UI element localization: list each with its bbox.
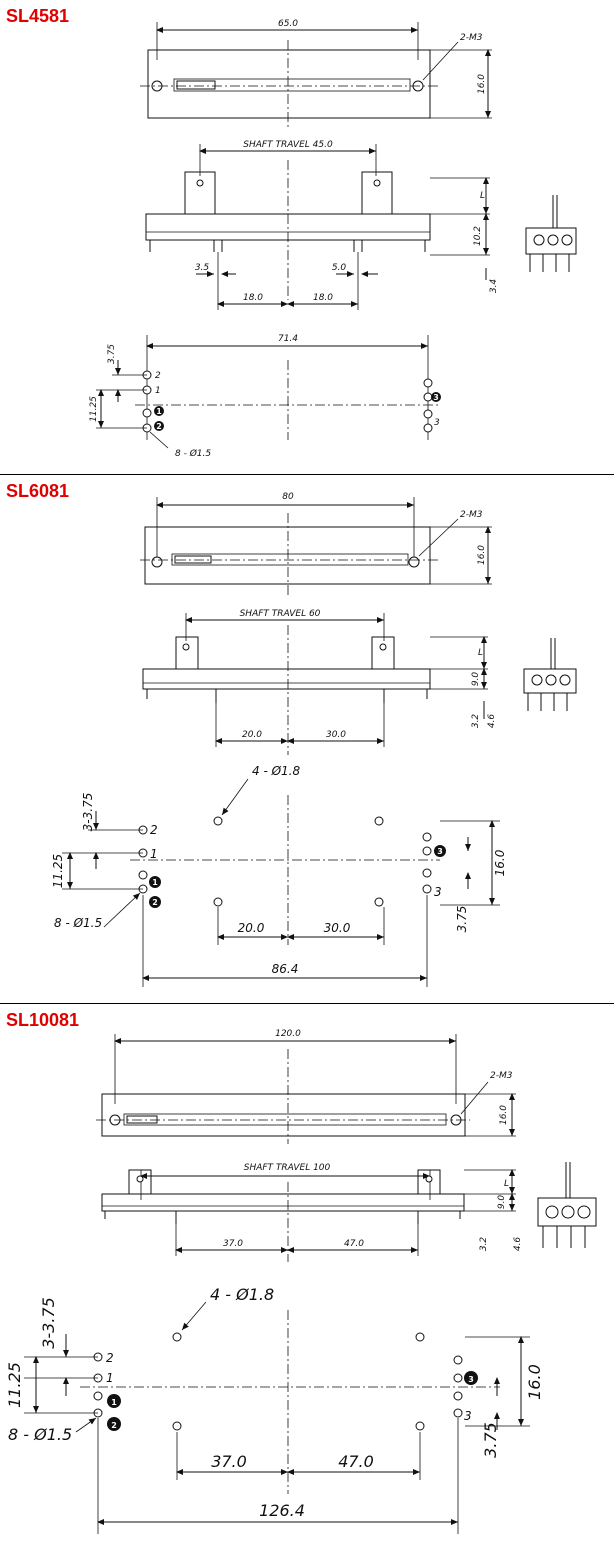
mount-label: 2-M3 [460,510,483,520]
d2-label: 47.0 [344,1239,364,1249]
top-view: 80 16.0 2-M3 [140,492,492,597]
pin-circle-2: 2 [111,1421,117,1430]
holes-label: 8 - Ø1.5 [175,448,211,459]
d2-label: 30.0 [326,730,346,740]
d2-label: 18.0 [313,293,333,303]
mount-label: 2-M3 [460,33,483,43]
drawing-sl4581: 65.0 16.0 2-M3 SHAFT TRAVEL 45.0 [89,19,577,459]
panel-sl6081: 80 16.0 2-M3 SHAFT TRAVEL 60 [0,475,614,1003]
pin-circle-3: 3 [433,393,439,402]
l-label: L [478,648,483,658]
b-label: 5.0 [332,263,347,273]
travel-label: SHAFT TRAVEL 100 [244,1163,331,1173]
c-label: 3.4 [489,279,499,294]
side-view: SHAFT TRAVEL 100 L 9.0 3.2 4.6 [101,1163,523,1262]
mholes-label: 4 - Ø1.8 [210,1285,274,1304]
pin-1: 1 [150,847,158,861]
d1-label: 18.0 [243,293,263,303]
height-label: 16.0 [499,1105,509,1125]
pin-1: 1 [106,1371,114,1385]
panel-sl10081: 120.0 16.0 2-M3 SHAFT TRAVEL 100 [0,1004,614,1544]
pcb-span-label: 11.25 [89,396,99,422]
pcb-pitch2-label: 3.75 [481,1422,500,1458]
pcb-pitch-label: 3.75 [107,344,117,364]
travel-label: SHAFT TRAVEL 60 [240,609,321,619]
pin-circle-2: 2 [152,898,158,907]
height-label: 16.0 [477,74,487,94]
body-outline [147,49,431,119]
c-label: 3.2 [479,1237,489,1252]
pin-circle-1: 1 [152,878,158,887]
pin-2: 2 [150,823,158,837]
pin-3: 3 [464,1409,472,1423]
pin-circle-1: 1 [156,407,162,416]
drawing-sl6081: 80 16.0 2-M3 SHAFT TRAVEL 60 [51,492,577,987]
length-label: 65.0 [278,19,298,29]
end-view [525,195,577,272]
pcb-d1-label: 20.0 [238,921,265,935]
divider [0,1003,614,1004]
model-title: SL4581 [6,6,70,26]
pcb-d1-label: 37.0 [211,1452,247,1471]
l-label: L [480,191,485,201]
drawing-sl10081: 120.0 16.0 2-M3 SHAFT TRAVEL 100 [5,1029,597,1534]
pin-3: 3 [434,418,440,428]
pcb-h-label: 16.0 [493,849,507,876]
height-label: 16.0 [477,545,487,565]
pcb-layout: 4 - Ø1.8 2 1 3 1 2 3 [51,764,507,987]
holes-label: 8 - Ø1.5 [8,1425,72,1444]
holes-label: 8 - Ø1.5 [54,916,102,930]
pin-circle-2: 2 [156,422,162,431]
pin-circle-3: 3 [437,847,443,856]
top-view: 120.0 16.0 2-M3 [96,1029,516,1144]
model-title: SL10081 [6,1010,80,1030]
pin-circle-3: 3 [468,1375,474,1384]
pcb-width-label: 86.4 [272,962,299,976]
d1-label: 37.0 [223,1239,243,1249]
side-view: SHAFT TRAVEL 45.0 L 10.2 3.4 [145,140,499,310]
h-label: 9.0 [497,1195,507,1210]
h-label: 10.2 [473,226,483,246]
c-label: 3.2 [471,714,481,729]
pin-2: 2 [106,1351,114,1365]
mount-label: 2-M3 [490,1071,513,1081]
a-label: 3.5 [195,263,210,273]
slider-lever-left [184,171,216,215]
pcb-pitch-label: 3-3.75 [39,1297,58,1349]
side-view: SHAFT TRAVEL 60 L 9.0 3.2 4.6 [142,609,497,755]
divider [0,474,614,475]
pin-circle-1: 1 [111,1398,117,1407]
e-label: 4.6 [513,1237,523,1252]
slider-knob [176,80,216,90]
slide-slot [173,78,411,92]
l-label: L [504,1179,509,1189]
top-view: 65.0 16.0 2-M3 [140,19,492,128]
pcb-d2-label: 30.0 [324,921,351,935]
pin-1: 1 [155,386,161,396]
pcb-span-label: 11.25 [5,1362,24,1408]
slider-lever-right [361,171,393,215]
length-label: 80 [282,492,294,502]
h-label: 9.0 [471,672,481,687]
travel-label: SHAFT TRAVEL 45.0 [243,140,333,150]
mholes-label: 4 - Ø1.8 [252,764,300,778]
length-label: 120.0 [275,1029,301,1039]
e-label: 4.6 [487,714,497,729]
pcb-layout: 4 - Ø1.8 2 1 3 1 2 3 [5,1285,544,1534]
end-view [537,1162,597,1248]
pin-2: 2 [155,371,161,381]
d1-label: 20.0 [242,730,262,740]
pcb-width-label: 71.4 [278,334,298,344]
panel-sl4581: 65.0 16.0 2-M3 SHAFT TRAVEL 45.0 [0,0,614,474]
pcb-pitch-label: 3-3.75 [81,793,95,832]
model-title: SL6081 [6,481,70,501]
pin-3: 3 [434,885,442,899]
pcb-pitch2-label: 3.75 [455,906,469,933]
pcb-span-label: 11.25 [51,854,65,888]
end-view [523,638,577,711]
pcb-width-label: 126.4 [259,1501,305,1520]
pcb-h-label: 16.0 [525,1364,544,1400]
pcb-d2-label: 47.0 [338,1452,374,1471]
pcb-layout: 71.4 2 1 3 1 2 3 3.75 [89,334,441,459]
